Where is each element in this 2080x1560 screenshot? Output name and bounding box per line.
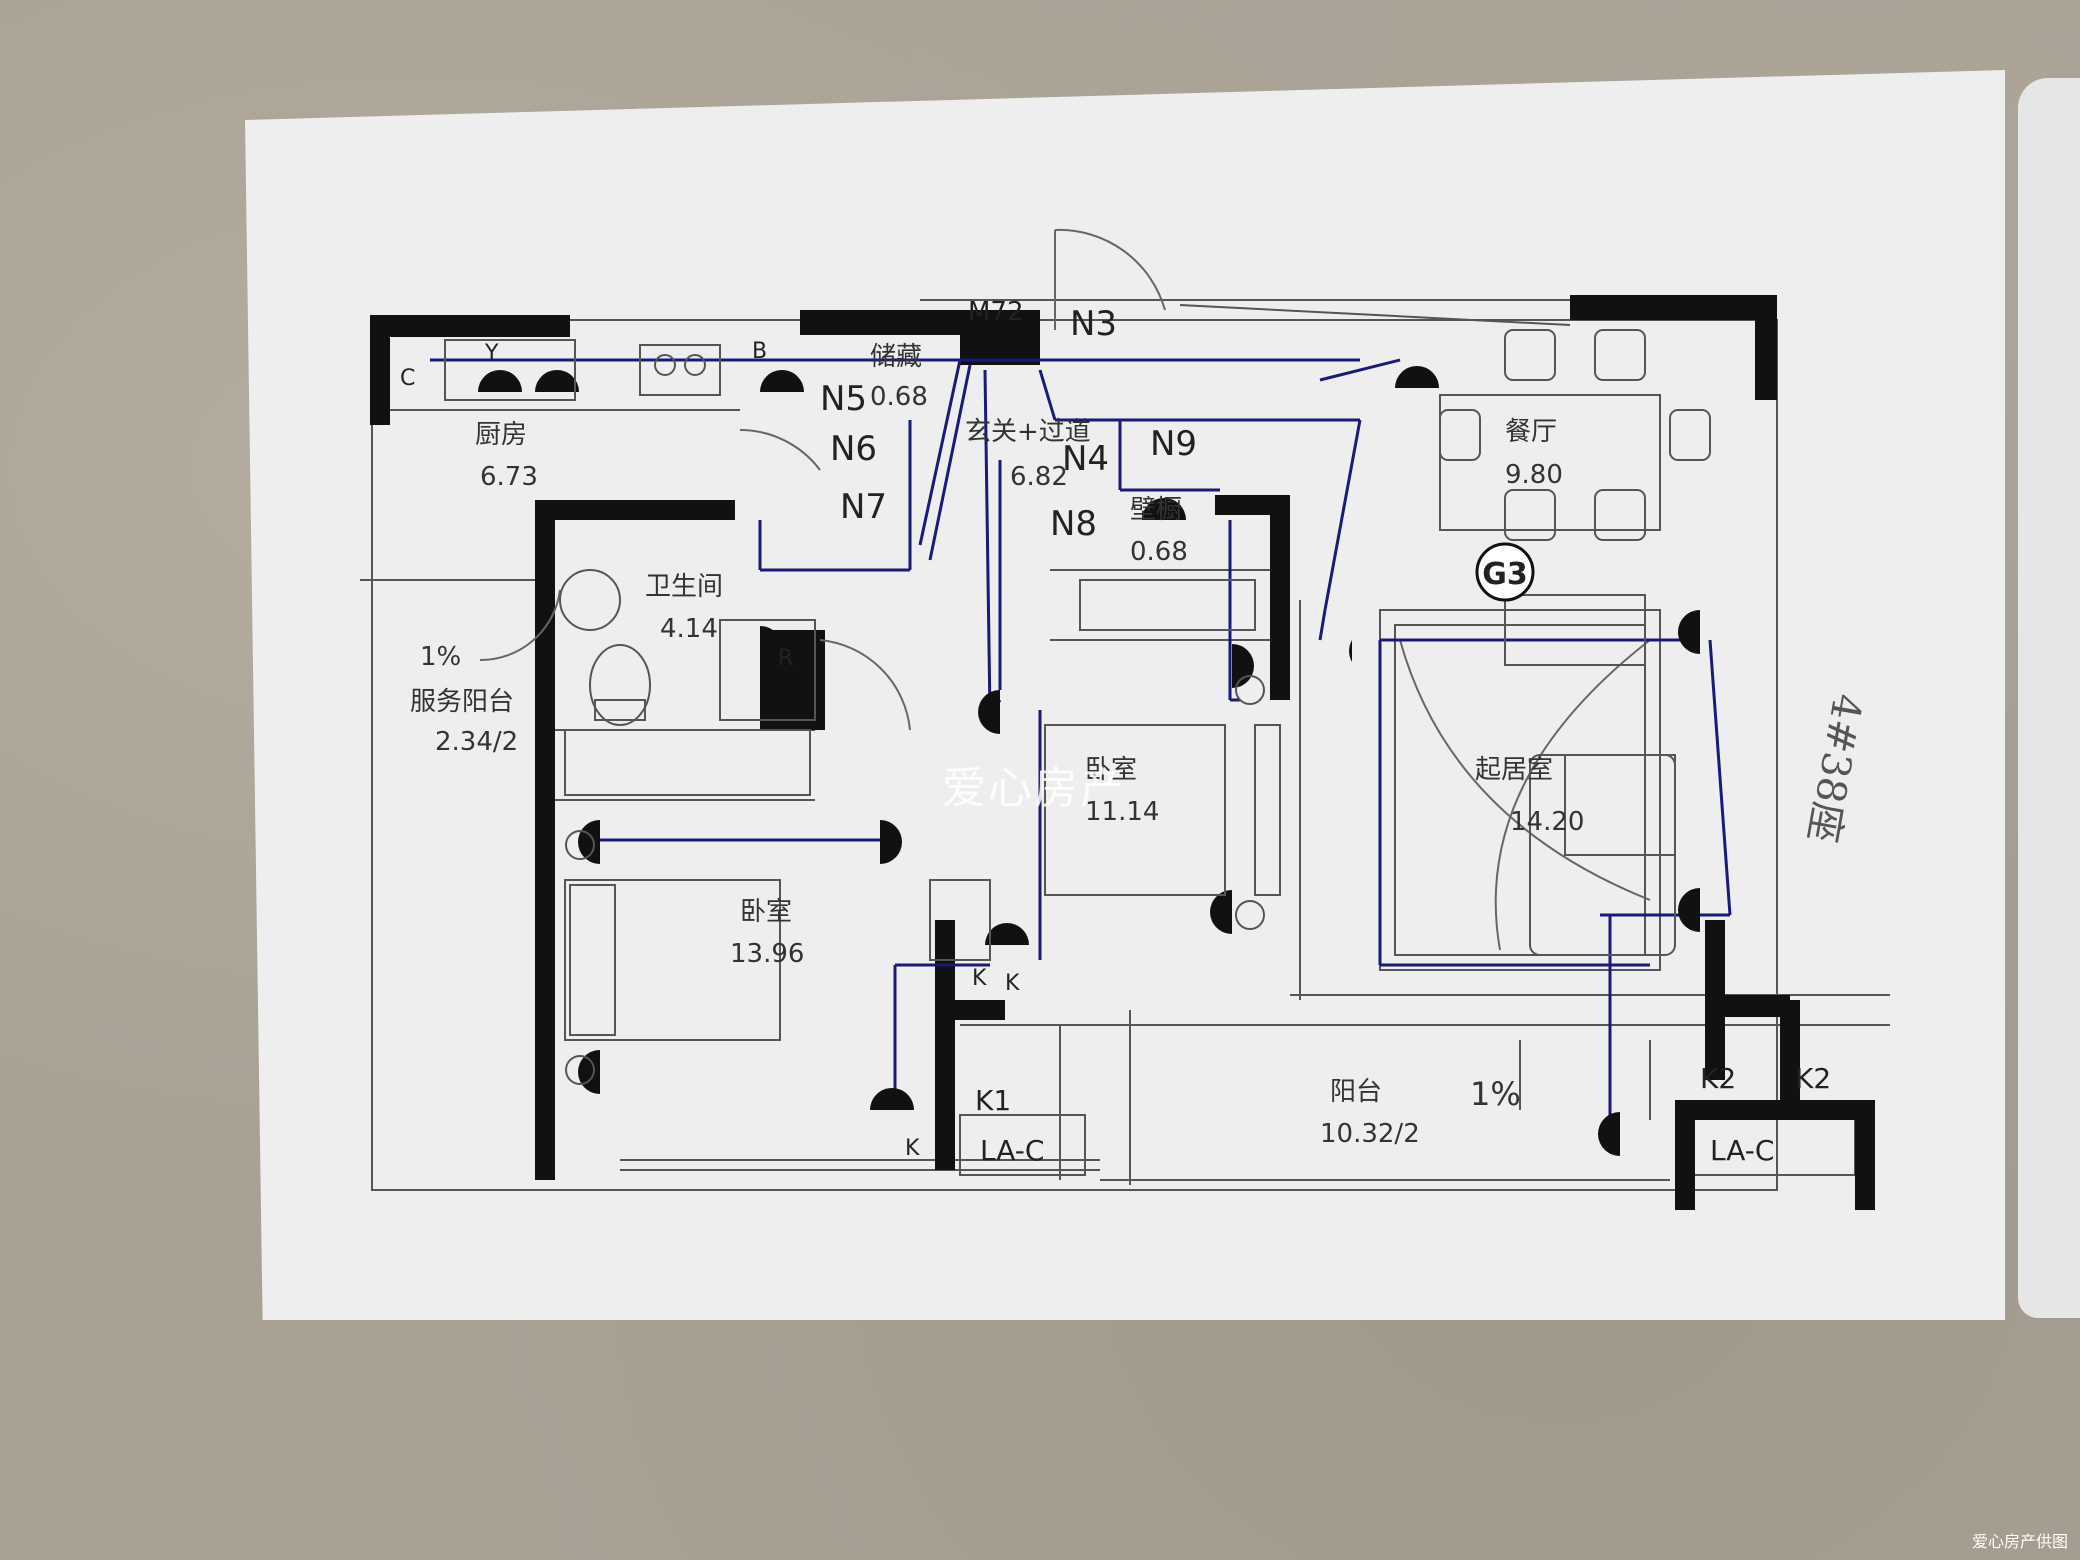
light-fixtures bbox=[478, 366, 1700, 1156]
marker-k-small-3: K bbox=[1005, 971, 1020, 996]
closet-name: 壁橱 bbox=[1130, 495, 1182, 525]
kitchen-name: 厨房 bbox=[475, 420, 527, 450]
bedroom-main-area: 13.96 bbox=[730, 939, 804, 969]
marker-labels: N3 N4 N5 N6 N7 N8 N9 M72 K1 K2 K2 K K K … bbox=[400, 297, 1831, 1167]
dining-area: 9.80 bbox=[1505, 460, 1563, 490]
entry-name: 玄关+过道 bbox=[965, 417, 1091, 447]
marker-k1: K1 bbox=[975, 1084, 1011, 1117]
image-credit: 爱心房产供图 bbox=[1971, 1532, 2068, 1551]
marker-ac1: LA-C bbox=[980, 1134, 1044, 1167]
door-swings bbox=[479, 228, 1651, 951]
marker-ac2: LA-C bbox=[1710, 1134, 1774, 1167]
balcony-name: 阳台 bbox=[1330, 1077, 1382, 1107]
entry-area: 6.82 bbox=[1010, 462, 1068, 492]
service-balcony-area: 2.34/2 bbox=[435, 727, 518, 757]
balcony-area: 10.32/2 bbox=[1320, 1119, 1420, 1149]
marker-n4: N4 bbox=[1062, 439, 1109, 479]
wiring bbox=[430, 358, 1732, 1130]
closet-area: 0.68 bbox=[1130, 537, 1188, 567]
marker-k-small-1: K bbox=[972, 966, 987, 991]
marker-n3: N3 bbox=[1070, 304, 1117, 344]
marker-y: Y bbox=[484, 341, 499, 366]
marker-n8: N8 bbox=[1050, 504, 1097, 544]
marker-n6: N6 bbox=[830, 429, 877, 469]
storage-name: 储藏 bbox=[870, 342, 922, 372]
balcony-slope: 1% bbox=[1470, 1075, 1521, 1113]
marker-b: B bbox=[752, 339, 767, 364]
living-name: 起居室 bbox=[1475, 755, 1553, 785]
service-balcony-slope: 1% bbox=[420, 642, 461, 672]
g3-label: G3 bbox=[1482, 557, 1528, 592]
thick-walls bbox=[370, 295, 1875, 1210]
marker-k2b: K2 bbox=[1795, 1062, 1831, 1095]
second-sheet-edge bbox=[2018, 78, 2080, 1318]
living-area: 14.20 bbox=[1510, 807, 1584, 837]
marker-n5: N5 bbox=[820, 379, 867, 419]
marker-k2a: K2 bbox=[1700, 1062, 1736, 1095]
fixtures bbox=[444, 329, 1711, 1085]
room-labels: 厨房 6.73 储藏 0.68 玄关+过道 6.82 餐厅 9.80 卫生间 4… bbox=[410, 342, 1584, 1149]
dining-name: 餐厅 bbox=[1505, 417, 1557, 447]
thin-walls bbox=[360, 299, 1890, 1191]
marker-n9: N9 bbox=[1150, 424, 1197, 464]
bathroom-name: 卫生间 bbox=[645, 572, 723, 602]
marker-k-small-2: K bbox=[905, 1136, 920, 1161]
watermark: 爱心房产 bbox=[942, 763, 1126, 814]
service-balcony-name: 服务阳台 bbox=[410, 687, 514, 717]
bathroom-area: 4.14 bbox=[660, 614, 718, 644]
bedroom-main-name: 卧室 bbox=[740, 897, 792, 927]
g3-marker: G3 bbox=[1475, 542, 1535, 602]
marker-r: R bbox=[778, 646, 793, 671]
bedroom-second-name: 卧室 bbox=[1085, 755, 1137, 785]
bedroom-second-area: 11.14 bbox=[1085, 797, 1159, 827]
storage-area: 0.68 bbox=[870, 382, 928, 412]
kitchen-area: 6.73 bbox=[480, 462, 538, 492]
marker-m72: M72 bbox=[968, 297, 1024, 327]
marker-n7: N7 bbox=[840, 487, 887, 527]
marker-c: C bbox=[400, 366, 415, 391]
